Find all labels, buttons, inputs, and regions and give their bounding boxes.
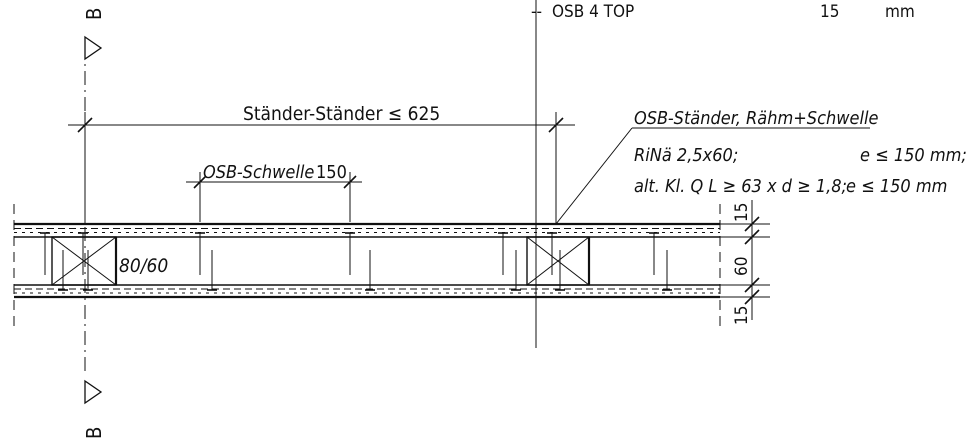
member-size-label: 80/60 [119,255,168,277]
stud-member-right [526,236,591,286]
fastener-line2-right: e ≤ 150 mm [846,176,947,197]
top-note-unit: mm [885,2,915,22]
fasteners-top [40,232,659,275]
osb-sill-value: 150 [316,162,347,183]
layer-dimensions: 15 60 15 [720,200,770,325]
top-note-value: 15 [820,2,839,22]
osb-sill-dimension: OSB-Schwelle 150 [186,162,362,222]
section-mark-top: B [82,8,106,20]
fastener-line1-left: RiNä 2,5x60; [634,145,738,166]
section-arrow-bottom [84,379,103,405]
osb-sill-label: OSB-Schwelle [203,162,314,183]
fastener-line2-left: alt. Kl. Q L ≥ 63 x d ≥ 1,8; [634,176,847,197]
fastener-line1-right: e ≤ 150 mm; [860,145,967,166]
stud-member-left [51,236,118,286]
layer-dim-middle: 60 [732,257,752,276]
osb-panel-top [14,222,720,238]
layer-dim-bottom: 15 [732,306,752,325]
top-note-prefix: -- [531,2,542,22]
section-mark-bottom: B [82,427,106,439]
stud-spacing-dimension: Ständer-Ständer ≤ 625 [68,103,575,225]
stud-spacing-label: Ständer-Ständer ≤ 625 [243,103,440,125]
section-arrow-top [84,35,103,61]
osb-panel-bottom [14,284,720,299]
wall-section: 80/60 [13,204,721,330]
fasteners-bottom [58,250,672,291]
layer-dim-top: 15 [732,203,752,222]
fastener-title: OSB-Ständer, Rähm+Schwelle [634,108,878,129]
fastener-leader [555,127,633,225]
fastener-note: OSB-Ständer, Rähm+Schwelle RiNä 2,5x60; … [555,108,967,225]
top-note-label: OSB 4 TOP [552,2,634,22]
